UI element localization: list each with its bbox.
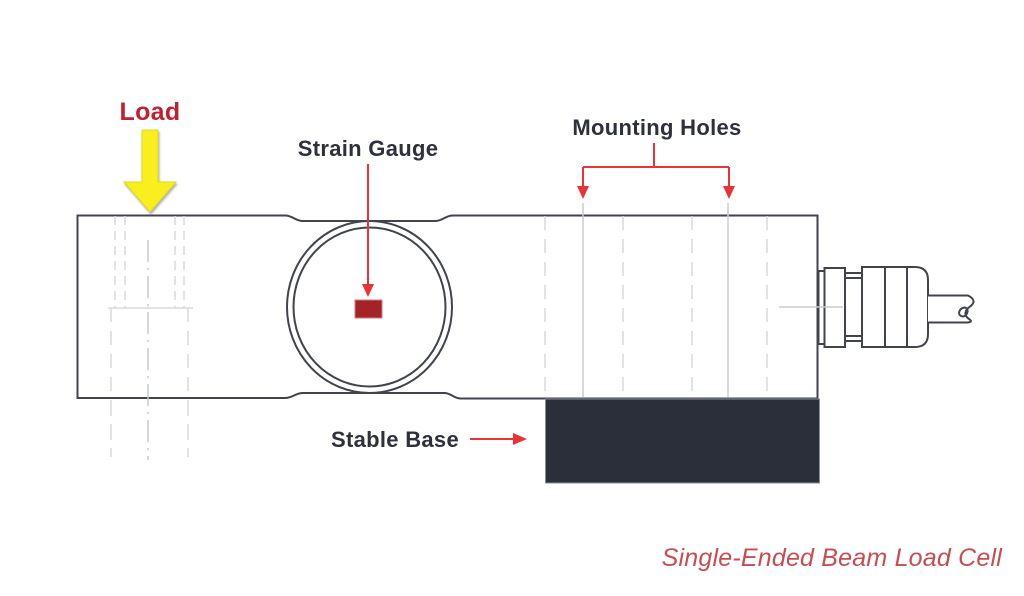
stable-base-arrow-icon — [513, 433, 527, 445]
mounting-hole-arrow-left-icon — [577, 186, 589, 199]
strain-gauge-element — [354, 299, 383, 319]
beam-outline — [76, 214, 819, 400]
stable-base-label: Stable Base — [331, 427, 459, 452]
load-arrow-icon — [122, 129, 178, 213]
load-annotation: Load — [120, 98, 181, 213]
strain-gauge-label: Strain Gauge — [298, 136, 439, 161]
load-label: Load — [120, 98, 181, 126]
hidden-hole-lines-left — [108, 216, 193, 460]
mounting-holes-label: Mounting Holes — [572, 115, 741, 140]
beam-body — [76, 203, 819, 460]
mounting-holes-annotation: Mounting Holes — [572, 115, 741, 199]
mounting-hole-arrow-right-icon — [723, 186, 735, 199]
strain-gauge-annotation: Strain Gauge — [298, 136, 439, 319]
hidden-hole-lines-right — [544, 203, 768, 397]
stable-base-annotation: Stable Base — [331, 427, 527, 452]
beam-bore-circle — [286, 220, 453, 394]
stable-base-block — [545, 398, 820, 484]
diagram-caption: Single-Ended Beam Load Cell — [662, 544, 1004, 572]
strain-gauge-arrow-icon — [362, 284, 374, 297]
cable-connector — [779, 266, 975, 348]
